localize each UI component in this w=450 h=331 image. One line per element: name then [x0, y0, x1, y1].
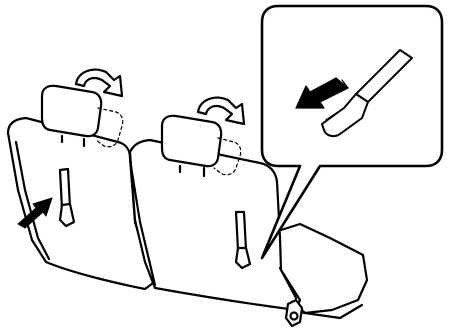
seat-latch — [286, 300, 302, 326]
callout-bubble — [262, 6, 442, 258]
left-seatback — [8, 118, 153, 289]
